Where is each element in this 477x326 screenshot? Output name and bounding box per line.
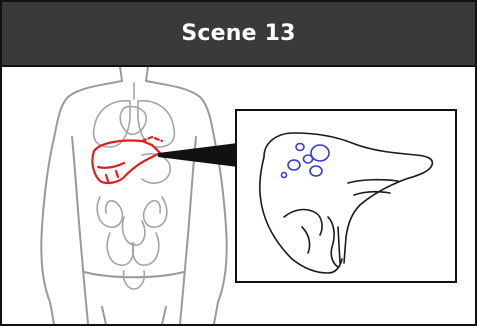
internal-organs <box>94 83 175 289</box>
scene-title: Scene 13 <box>181 21 295 46</box>
human-body-outline <box>41 67 226 324</box>
highlighted-liver <box>92 137 162 183</box>
scene-header: Scene 13 <box>2 2 475 67</box>
zoom-panel <box>236 110 456 282</box>
scene-illustration <box>2 67 475 324</box>
